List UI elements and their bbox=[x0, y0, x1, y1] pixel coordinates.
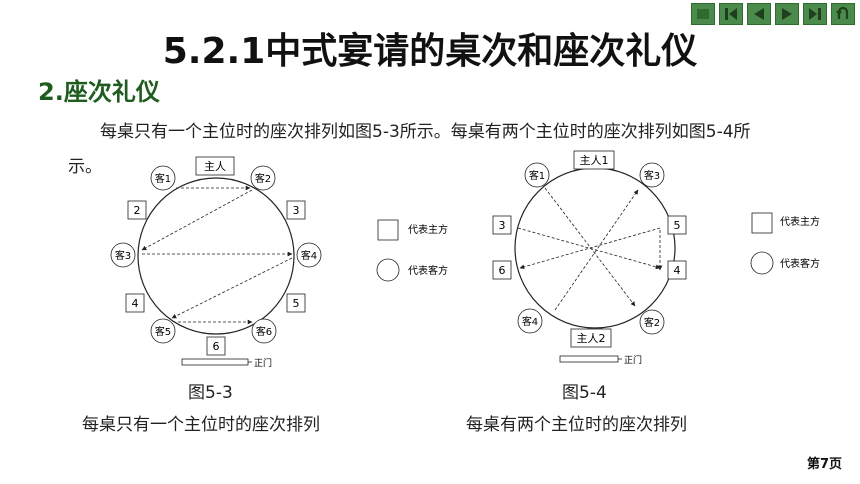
seat-number: 6 bbox=[499, 264, 506, 277]
host-label: 主人 bbox=[204, 160, 226, 173]
guest-label: 客4 bbox=[522, 315, 538, 328]
first-page-icon[interactable] bbox=[719, 3, 743, 25]
legend-guest-label: 代表客方 bbox=[408, 264, 448, 277]
order-arrow bbox=[517, 227, 661, 270]
host-side-seat bbox=[492, 260, 512, 280]
page-title: 5.2.1中式宴请的桌次和座次礼仪 bbox=[162, 31, 698, 72]
host-side-seat bbox=[286, 200, 306, 220]
nav-bar bbox=[691, 3, 855, 25]
guest-seat bbox=[639, 309, 665, 335]
figure-5-3-label: 图5-3 bbox=[188, 383, 233, 403]
seat-number: 3 bbox=[499, 219, 506, 232]
main-door bbox=[181, 358, 249, 366]
guest-label: 客3 bbox=[644, 169, 660, 182]
order-arrow bbox=[519, 227, 661, 270]
seat-number: 6 bbox=[213, 340, 220, 353]
host-side-seat bbox=[125, 293, 145, 313]
guest-seat bbox=[150, 318, 176, 344]
seat-number: 4 bbox=[674, 264, 681, 277]
next-page-icon[interactable] bbox=[775, 3, 799, 25]
round-table bbox=[137, 177, 295, 335]
figure-5-4-caption: 每桌有两个主位时的座次排列 bbox=[466, 415, 687, 435]
guest-label: 客1 bbox=[529, 169, 545, 182]
order-arrow bbox=[544, 187, 636, 307]
door-label: 正门 bbox=[254, 357, 272, 369]
guest-label: 客3 bbox=[115, 249, 131, 262]
last-page-icon[interactable] bbox=[803, 3, 827, 25]
return-icon[interactable] bbox=[831, 3, 855, 25]
host-seat bbox=[570, 328, 612, 348]
guest-seat bbox=[150, 165, 176, 191]
host-side-seat bbox=[667, 260, 687, 280]
figure-5-4-label: 图5-4 bbox=[562, 383, 607, 403]
legend-host-square bbox=[377, 219, 399, 241]
host-side-seat bbox=[127, 200, 147, 220]
guest-seat bbox=[524, 162, 550, 188]
guest-seat bbox=[250, 165, 276, 191]
home-icon[interactable] bbox=[691, 3, 715, 25]
guest-seat bbox=[639, 162, 665, 188]
guest-label: 客5 bbox=[155, 325, 171, 338]
guest-label: 客4 bbox=[301, 249, 317, 262]
legend-host-label: 代表主方 bbox=[408, 223, 448, 236]
host-side-seat bbox=[667, 215, 687, 235]
legend-host-square bbox=[751, 212, 773, 234]
host-label: 主人1 bbox=[580, 154, 609, 167]
legend-host-label: 代表主方 bbox=[780, 215, 820, 228]
legend-guest-circle bbox=[376, 258, 400, 282]
page-number: 第7页 bbox=[806, 457, 842, 472]
guest-label: 客2 bbox=[255, 172, 271, 185]
host-side-seat bbox=[286, 293, 306, 313]
seat-number: 3 bbox=[293, 204, 300, 217]
guest-label: 客1 bbox=[155, 172, 171, 185]
figure-5-3-caption: 每桌只有一个主位时的座次排列 bbox=[82, 415, 320, 435]
host-side-seat bbox=[206, 336, 226, 356]
host-seat bbox=[195, 156, 235, 176]
figure-5-4: 主人1 主人2 3 4 5 6 客1 客2 客3 客4 正门 代表主方 代表客方 bbox=[492, 150, 820, 366]
seat-number: 5 bbox=[674, 219, 681, 232]
guest-seat bbox=[251, 318, 277, 344]
guest-seat bbox=[110, 242, 136, 268]
host-seat bbox=[573, 150, 615, 170]
round-table bbox=[514, 167, 676, 329]
seat-number: 2 bbox=[134, 204, 141, 217]
legend-guest-label: 代表客方 bbox=[780, 257, 820, 270]
main-door bbox=[559, 355, 619, 363]
section-subtitle: 2.座次礼仪 bbox=[38, 78, 160, 106]
body-paragraph: 每桌只有一个主位时的座次排列如图5-3所示。每桌有两个主位时的座次排列如图5-4… bbox=[68, 122, 751, 177]
order-arrow bbox=[171, 257, 293, 319]
seat-number: 4 bbox=[132, 297, 139, 310]
seat-number: 5 bbox=[293, 297, 300, 310]
prev-page-icon[interactable] bbox=[747, 3, 771, 25]
door-label: 正门 bbox=[624, 354, 642, 366]
figure-5-3: 主人 2 3 4 5 6 客1 客2 客3 客4 客5 客6 正门 代表主方 代… bbox=[110, 156, 448, 369]
host-side-seat bbox=[492, 215, 512, 235]
order-arrow bbox=[141, 189, 253, 251]
legend-guest-circle bbox=[750, 251, 774, 275]
guest-label: 客6 bbox=[256, 325, 272, 338]
guest-label: 客2 bbox=[644, 316, 660, 329]
guest-seat bbox=[517, 308, 543, 334]
guest-seat bbox=[296, 242, 322, 268]
host-label: 主人2 bbox=[577, 332, 606, 345]
